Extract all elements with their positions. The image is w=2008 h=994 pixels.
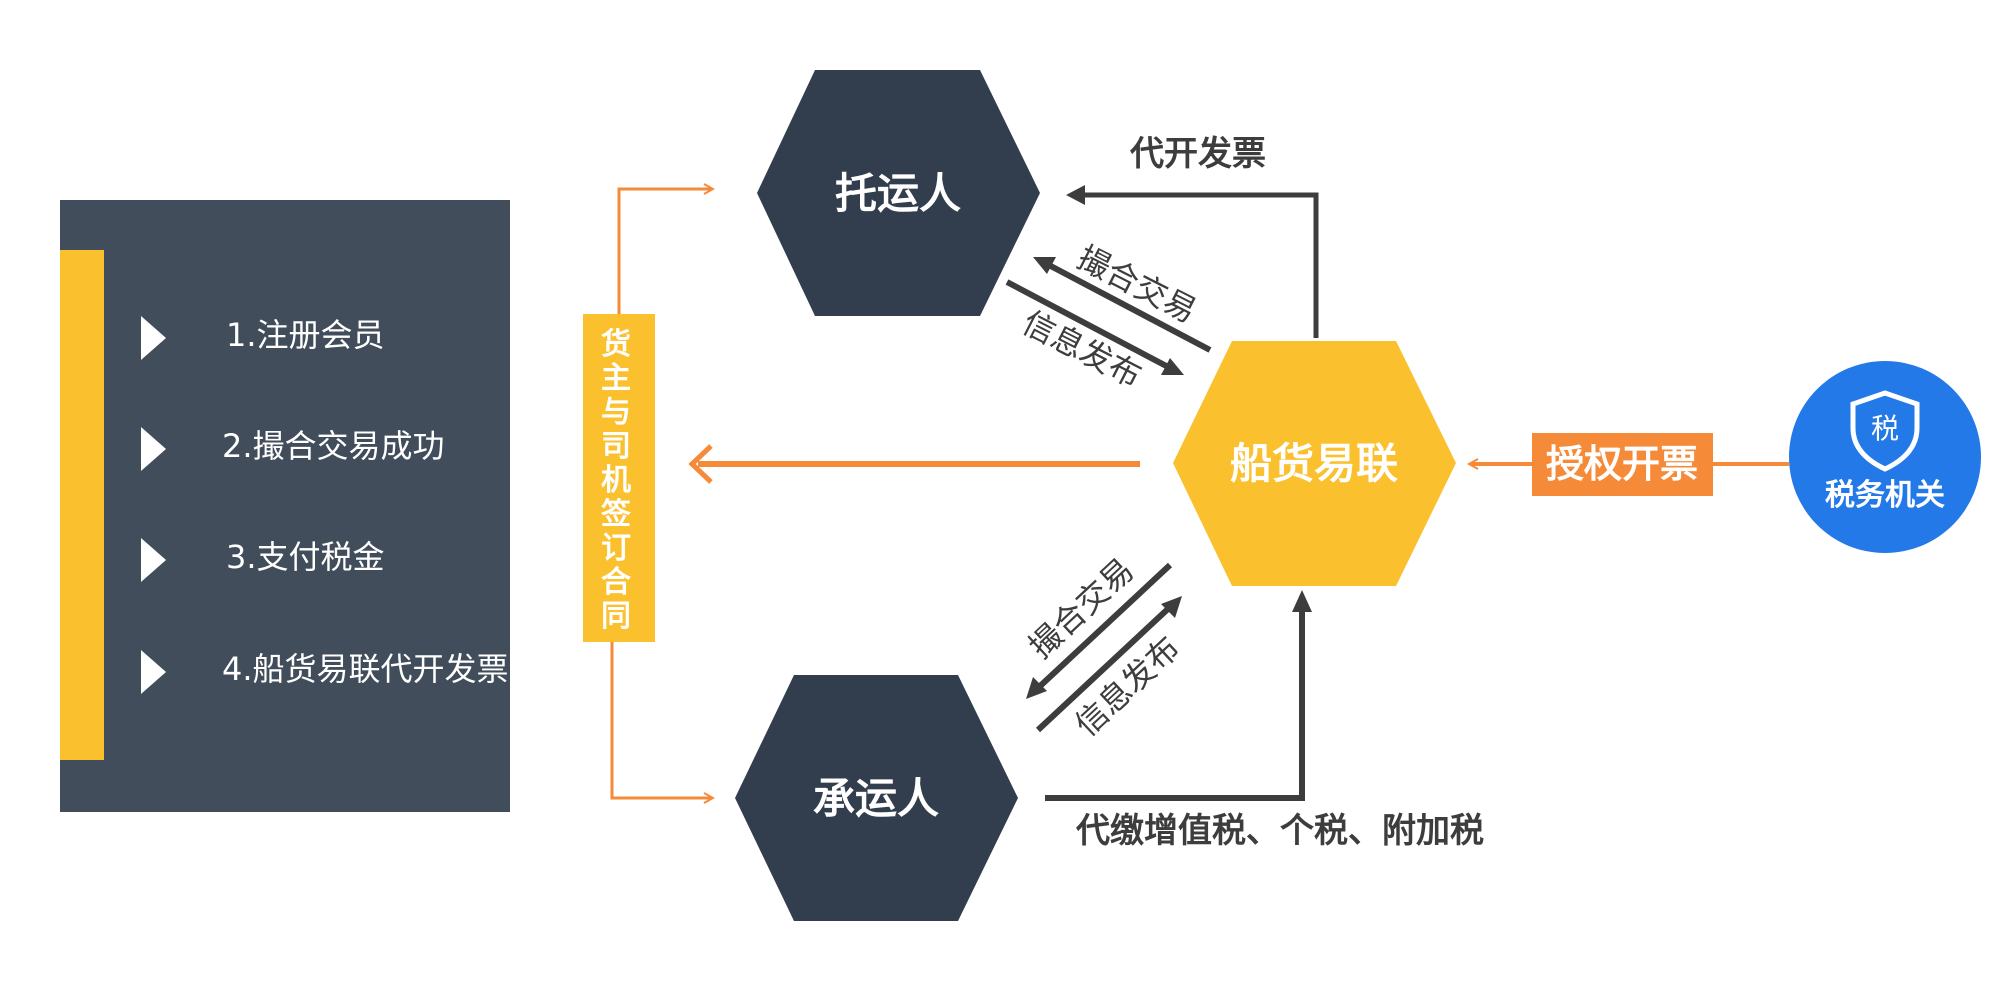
invoice-on-behalf-arrow (1080, 192, 1319, 338)
contract-label-text: 货主与司机签订合同 (601, 327, 637, 634)
tax-authority-label: 税务机关 (1825, 478, 1945, 513)
tax-authority-node: 税 税务机关 (1789, 361, 1981, 553)
tax-badge-char: 税 (1871, 412, 1899, 445)
step-item: 2.撮合交易成功 (141, 427, 445, 471)
tax-payment-label: 代缴增值税、个税、附加税 (1075, 811, 1484, 851)
contract-to-carrier-arrow (610, 642, 712, 798)
invoice-on-behalf-arrowhead (1066, 185, 1085, 205)
match-trade-bottom-arrow (1035, 562, 1173, 691)
match-trade-top-arrow (1043, 260, 1212, 353)
invoice-on-behalf-label: 代开发票 (1129, 134, 1266, 174)
contract-label-box (583, 314, 655, 642)
step-bullet-icon (141, 650, 166, 694)
step-item: 4.船货易联代开发票 (141, 650, 509, 694)
contract-label: 货主与司机签订合同 (583, 314, 655, 642)
info-release-top-label: 信息发布 (1016, 303, 1147, 395)
platform-hexagon (1173, 341, 1456, 586)
match-trade-top-arrowhead (1033, 257, 1056, 274)
step-item: 3.支付税金 (141, 538, 385, 582)
authorize-invoice-label: 授权开票 (1546, 442, 1698, 486)
step-label: 1.注册会员 (226, 316, 385, 354)
tax-authority-circle (1789, 361, 1981, 553)
step-item: 1.注册会员 (141, 316, 385, 360)
shipper-node: 托运人 (757, 70, 1040, 316)
carrier-node: 承运人 (735, 675, 1018, 921)
tax-payment-arrowhead (1292, 590, 1312, 612)
carrier-label: 承运人 (813, 774, 939, 823)
info-release-top-arrow (1005, 279, 1174, 372)
step-bullet-icon (141, 316, 166, 360)
step-bullet-icon (141, 538, 166, 582)
platform-label: 船货易联 (1230, 439, 1398, 488)
match-trade-bottom-arrowhead (1026, 677, 1047, 699)
contract-to-shipper-arrow (617, 189, 712, 314)
info-release-bottom-arrow (1035, 604, 1173, 733)
shipper-hexagon (757, 70, 1040, 316)
carrier-hexagon (735, 675, 1018, 921)
steps-panel-accent-bar (60, 250, 104, 760)
step-label: 3.支付税金 (226, 538, 385, 576)
authorize-invoice-box (1532, 433, 1713, 496)
tax-payment-arrow (1045, 608, 1305, 801)
steps-panel: 1.注册会员 2.撮合交易成功 3.支付税金 4.船货易联代开发票 (60, 200, 510, 812)
platform-node: 船货易联 (1173, 341, 1456, 586)
step-label: 4.船货易联代开发票 (222, 650, 509, 688)
steps-panel-background (60, 200, 510, 812)
step-label: 2.撮合交易成功 (222, 427, 445, 465)
platform-to-contract-arrowhead (688, 444, 713, 484)
info-release-top-arrowhead (1161, 358, 1184, 375)
shipper-label: 托运人 (835, 169, 961, 218)
step-bullet-icon (141, 427, 166, 471)
info-release-bottom-arrowhead (1161, 596, 1182, 618)
shield-icon: 税 (1850, 390, 1920, 472)
